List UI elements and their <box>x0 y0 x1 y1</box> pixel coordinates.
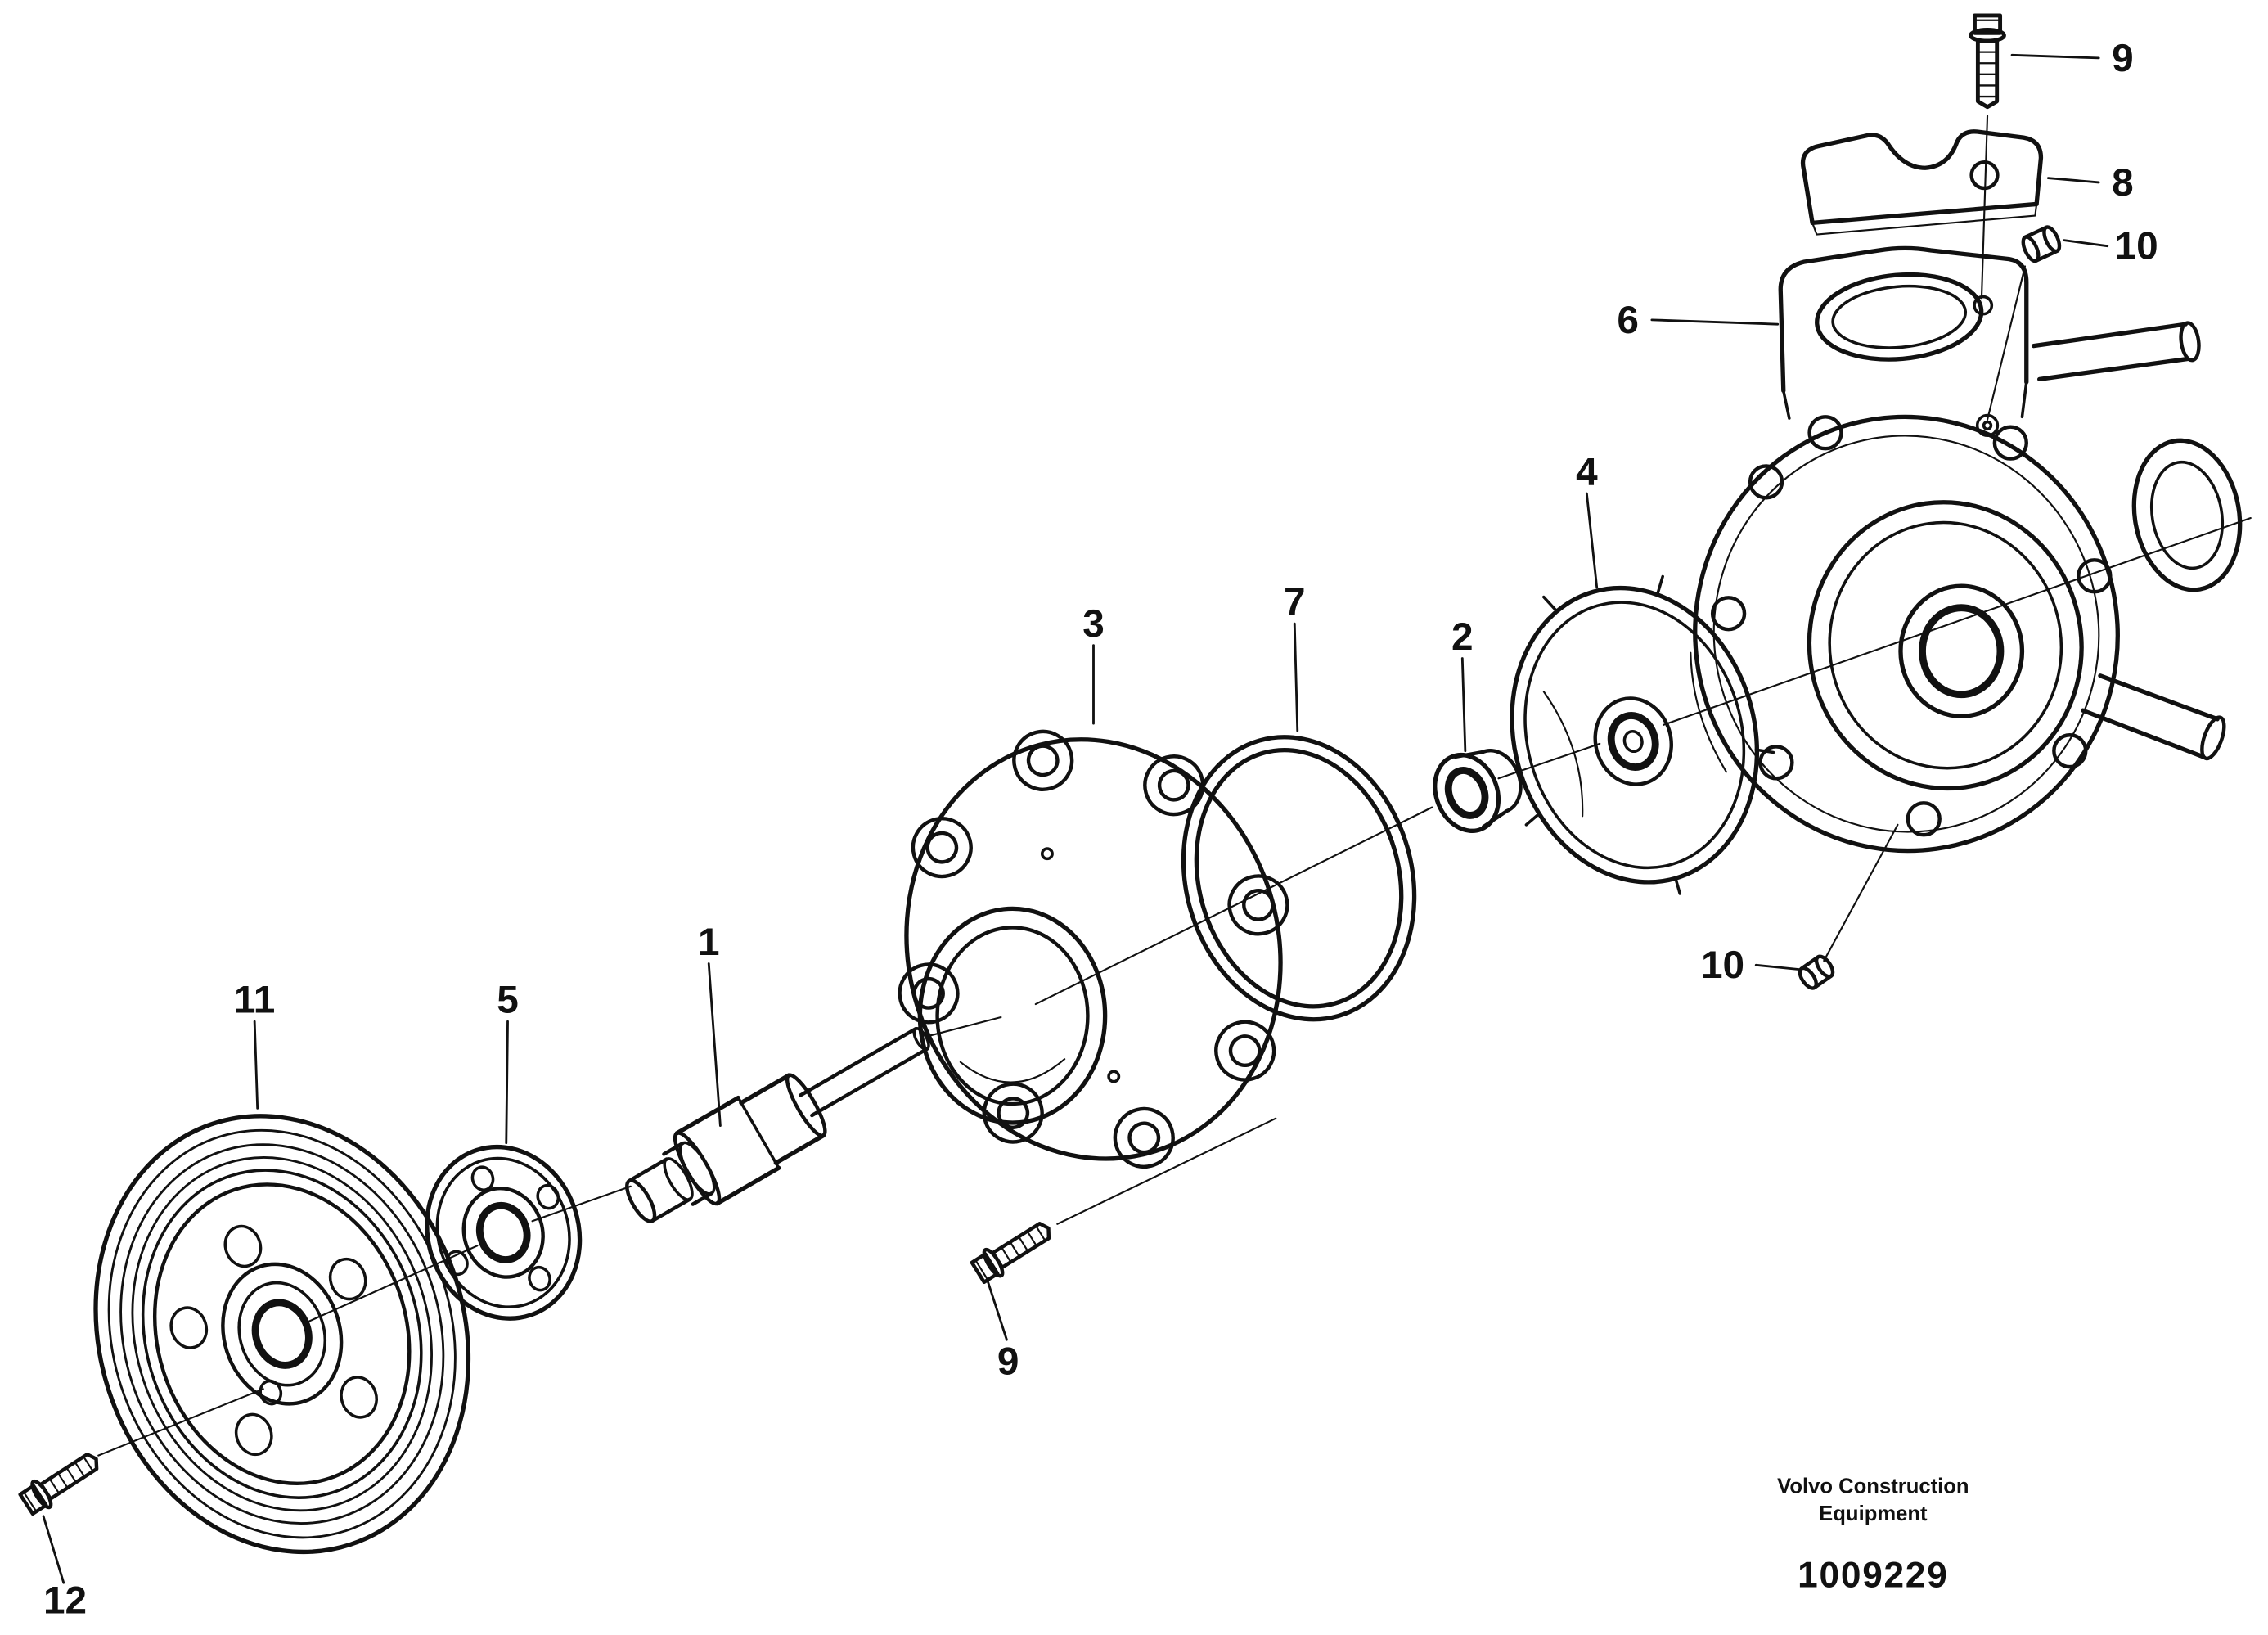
pulley-hub <box>221 1262 344 1406</box>
callout-plug-top: 10 <box>2115 225 2158 268</box>
cover-bolt-ear <box>1214 1020 1276 1082</box>
callout-bracket: 8 <box>2112 161 2134 205</box>
o-ring-part-7 <box>1181 735 1417 1022</box>
flange-bolt-hole <box>1807 415 1843 451</box>
flange-hole <box>445 1250 469 1277</box>
cover-bore <box>917 906 1108 1125</box>
callout-labels: 1 2 3 4 5 6 7 8 9 9 10 10 11 12 <box>43 37 2158 1623</box>
callout-housing: 6 <box>1617 299 1639 342</box>
flange-bolt-hole <box>1906 801 1942 837</box>
callout-cover: 3 <box>1082 602 1105 646</box>
flange-bolt-hole <box>2077 558 2113 594</box>
brand-name-line1: Volvo Construction <box>1777 1475 1969 1498</box>
pulley-bolt-hole <box>340 1376 378 1419</box>
callout-housing-bolt: 9 <box>2112 37 2134 80</box>
cover-bolt-part-9 <box>970 1215 1056 1285</box>
leader-lines <box>42 53 2109 1584</box>
housing-bore <box>1898 583 2025 718</box>
pulley-bolt-hole <box>223 1224 263 1268</box>
callout-impeller: 4 <box>1576 450 1598 493</box>
impeller-part-4 <box>1510 574 1775 895</box>
housing-side-boss <box>2131 438 2243 592</box>
impeller-vane-tips <box>1524 574 1775 895</box>
seal-part-2 <box>1433 749 1523 833</box>
pump-cover-part-3 <box>898 729 1289 1169</box>
flange-bolt-hole <box>1758 745 1794 781</box>
flange-bolt-hole <box>1710 596 1747 632</box>
flange-hole <box>536 1183 560 1210</box>
pulley-small-hole <box>259 1379 283 1406</box>
cover-bolt-ear <box>1012 729 1074 791</box>
plug-part-10-bottom <box>1798 954 1835 990</box>
figure-number: 1009229 <box>1798 1555 1948 1595</box>
impeller-hub <box>1593 696 1673 786</box>
flange-bolt-hole <box>2052 733 2088 769</box>
shaft-bearing-part-1 <box>625 1027 930 1223</box>
flange-bolt-hole <box>1992 425 2028 461</box>
housing-lower-pipe <box>2081 673 2220 759</box>
housing-bolt-hole-top <box>1973 295 1994 316</box>
cover-bolt-ear <box>1113 1106 1175 1169</box>
callout-cover-bolt: 9 <box>997 1340 1019 1384</box>
footer: Volvo Construction Equipment 1009229 <box>1777 1475 1969 1596</box>
pulley-bolt-hole <box>169 1306 209 1349</box>
plug-part-10-top <box>2021 225 2062 263</box>
housing-flange <box>1693 414 2120 854</box>
cover-bolt-ear <box>1227 874 1289 936</box>
brand-name-line2: Equipment <box>1819 1502 1928 1525</box>
pump-housing-part-6 <box>1693 245 2243 854</box>
callout-seal: 2 <box>1451 615 1474 659</box>
cover-pin-hole <box>1040 847 1054 861</box>
cover-bolt-ear <box>1143 754 1205 817</box>
housing-upper-pipe <box>2031 322 2189 381</box>
pulley-bolt-hole <box>328 1257 367 1301</box>
callout-pulley: 11 <box>234 979 275 1022</box>
pulley-bolt-hole <box>234 1412 273 1457</box>
cover-pin-hole <box>1107 1070 1121 1083</box>
callout-o-ring: 7 <box>1284 580 1306 624</box>
bracket-part-8 <box>1800 129 2044 236</box>
cover-bolt-ear <box>911 817 973 879</box>
callout-shaft: 1 <box>698 921 720 964</box>
pulley-bolt-part-12 <box>18 1446 104 1516</box>
hub-flange-part-5 <box>425 1144 583 1321</box>
flange-hole <box>528 1265 551 1292</box>
cover-bolt-ear <box>982 1082 1044 1144</box>
housing-bolt-part-9 <box>1971 16 2005 107</box>
callout-plug-bottom: 10 <box>1701 944 1744 987</box>
housing-top-opening <box>1815 272 1984 362</box>
pulley-part-11 <box>93 1114 471 1555</box>
bracket-hole <box>1969 160 2000 191</box>
callout-pulley-bolt: 12 <box>43 1579 87 1622</box>
flange-hole <box>470 1165 495 1191</box>
housing-volute <box>1807 500 2084 791</box>
callout-hub-flange: 5 <box>497 979 519 1022</box>
flange-bolt-hole <box>1748 464 1784 500</box>
